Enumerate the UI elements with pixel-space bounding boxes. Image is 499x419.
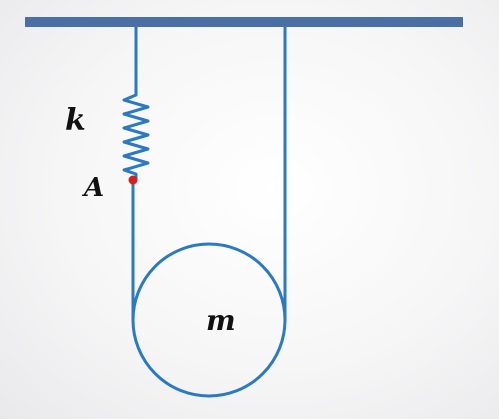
pulley-mass	[131, 242, 287, 398]
point-a-label: A	[81, 173, 104, 203]
spring	[122, 90, 150, 180]
mass-label: m	[206, 304, 236, 337]
spring-constant-label: k	[65, 103, 86, 138]
point-a-dot	[128, 175, 138, 185]
ceiling-bar	[25, 17, 463, 27]
